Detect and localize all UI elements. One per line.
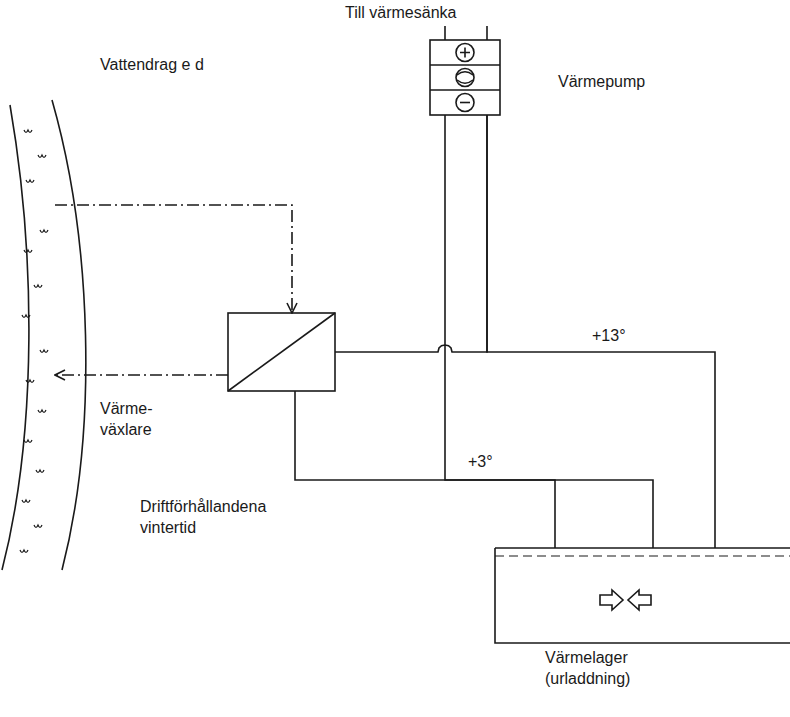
store-shape xyxy=(495,548,790,643)
tank-wall xyxy=(495,548,790,643)
node-label: Vattendrag e d xyxy=(100,55,204,76)
water-level xyxy=(495,555,790,556)
water-wave xyxy=(26,180,34,183)
water-wave xyxy=(40,230,48,233)
water-outline xyxy=(2,100,86,570)
water-wave xyxy=(22,315,30,318)
pipe-connector xyxy=(445,115,555,548)
store-outline xyxy=(495,548,790,643)
pump-outline xyxy=(430,26,500,115)
water-wave xyxy=(38,155,46,158)
water-wave xyxy=(24,130,32,133)
plus-symbol xyxy=(460,48,470,58)
water-wave xyxy=(26,380,34,383)
sink-pipe xyxy=(445,26,487,40)
heat-storage-tank: Värmelager (urladdning) xyxy=(495,548,790,643)
exchanger-diagonal xyxy=(228,313,335,391)
destination-label: Till värmesänka xyxy=(345,3,456,24)
water-flow-line xyxy=(55,374,228,376)
water-flow-line xyxy=(55,205,292,313)
node-label: Värmelager (urladdning) xyxy=(545,648,670,690)
bank-line xyxy=(52,100,86,570)
water-wave xyxy=(34,285,42,288)
minus-symbol xyxy=(460,102,470,104)
heat-exchanger-box: Värme- växlare xyxy=(228,313,335,391)
pipe-connector xyxy=(487,115,715,548)
exch-shape xyxy=(228,313,335,391)
water-wave xyxy=(40,350,48,353)
node-label: Värmepump xyxy=(558,72,645,93)
node-label: Värme- växlare xyxy=(100,399,176,441)
water-wave xyxy=(24,440,32,443)
water-wave xyxy=(22,500,30,503)
temperature-label: +13° xyxy=(592,326,626,347)
pipe-connector xyxy=(335,115,487,352)
pump-divider xyxy=(430,65,500,90)
water-shape xyxy=(0,100,92,570)
flow-arrow-symbol xyxy=(600,590,623,610)
heat-pump-box: Värmepump xyxy=(430,40,500,115)
watercourse-band: Vattendrag e d xyxy=(0,100,92,570)
flow-arrow-symbol xyxy=(628,590,651,610)
pump-circle xyxy=(456,69,474,87)
bank-line xyxy=(2,105,29,570)
pump-circle xyxy=(456,94,474,112)
pump-shape xyxy=(430,40,500,115)
compressor-symbol xyxy=(457,72,473,83)
water-wave xyxy=(38,410,46,413)
water-wave xyxy=(36,470,44,473)
pump-circle xyxy=(456,44,474,62)
temperature-label: +3° xyxy=(468,452,493,473)
pipe-connector xyxy=(295,391,653,548)
pump-frame xyxy=(430,40,500,115)
exchanger-frame xyxy=(228,313,335,391)
water-wave xyxy=(34,525,42,528)
water-wave xyxy=(24,250,32,253)
water-wave xyxy=(20,550,28,553)
caption-note: Driftförhållandena vintertid xyxy=(140,497,310,539)
exch-outline xyxy=(228,313,335,391)
